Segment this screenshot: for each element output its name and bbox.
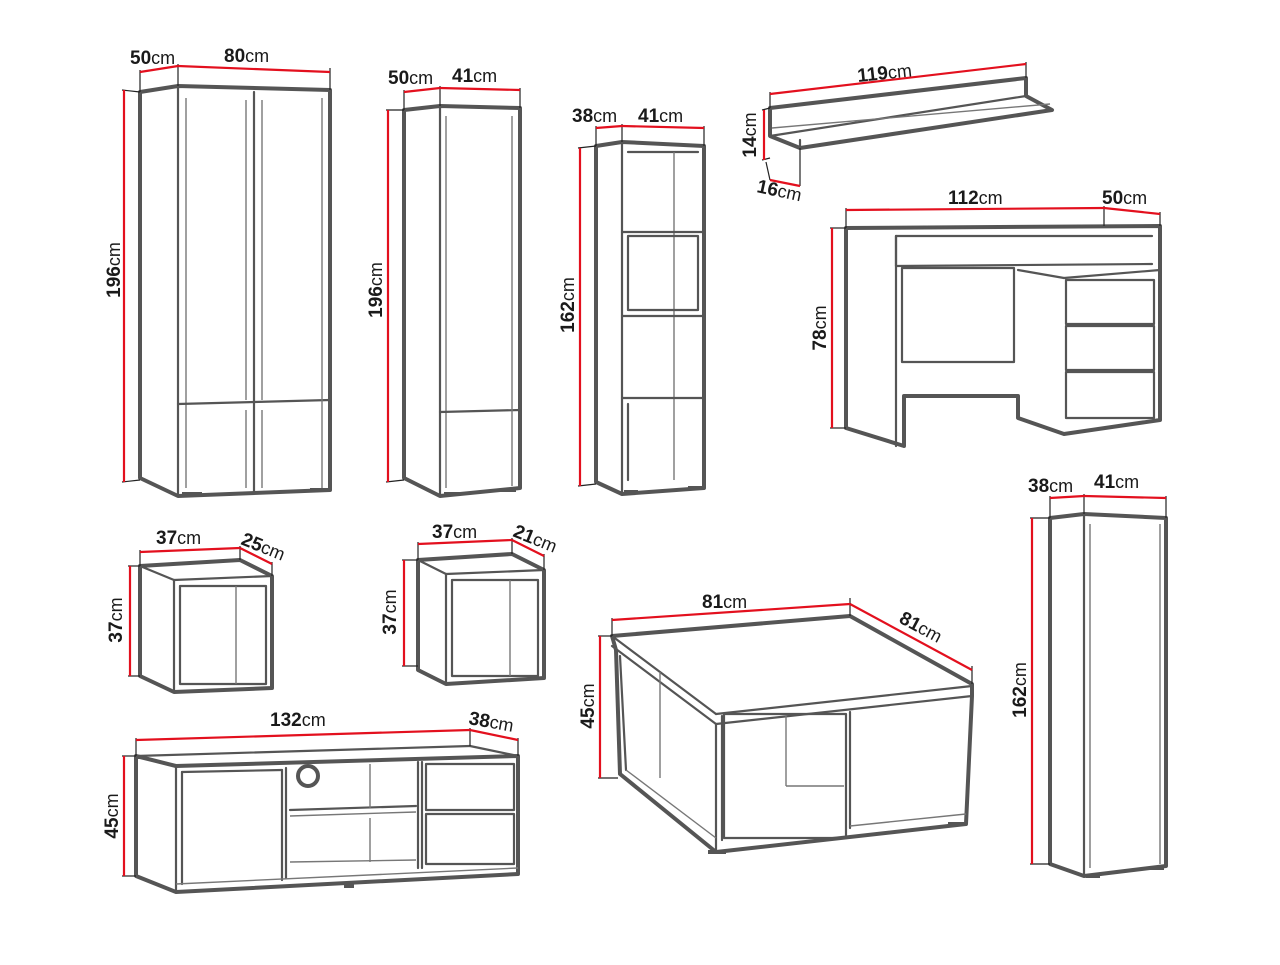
wall-cube-small-width-label: 37cm [156, 528, 201, 549]
tv-stand-height-label: 45cm [102, 793, 123, 838]
wall-shelf-height-label: 14cm [740, 112, 761, 157]
bookshelf-depth-label: 38cm [572, 106, 617, 127]
desk: 112cm 50cm 78cm [810, 188, 1162, 448]
tv-stand-depth-label: 38cm [467, 708, 515, 737]
tall-cabinet-height-label: 162cm [1010, 662, 1031, 718]
coffee-table-width-label: 81cm [702, 592, 747, 613]
bookshelf: 162cm 38cm 41cm [558, 106, 706, 496]
wall-cube-width-label: 37cm [432, 522, 477, 543]
bookshelf-height-label: 162cm [558, 277, 579, 333]
desk-width-label: 112cm [948, 188, 1003, 209]
wall-shelf-width-label: 119cm [856, 60, 913, 87]
desk-depth-label: 50cm [1102, 188, 1147, 209]
coffee-table: 81cm 81cm 45cm [578, 592, 974, 854]
wardrobe-1-door-depth-label: 50cm [388, 68, 433, 89]
wall-shelf: 119cm 14cm 16cm [740, 60, 1054, 206]
wall-cube-small: 37cm 25cm 37cm [106, 528, 288, 694]
wardrobe-2-door-width-label: 80cm [224, 46, 269, 67]
wall-cube: 37cm 21cm 37cm [380, 521, 560, 686]
bookshelf-width-label: 41cm [638, 106, 683, 127]
wall-cube-height-label: 37cm [380, 589, 401, 634]
tall-cabinet-depth-label: 38cm [1028, 476, 1073, 497]
wardrobe-1-door-height-label: 196cm [366, 262, 387, 318]
wardrobe-1-door-width-label: 41cm [452, 66, 497, 87]
tv-stand-width-label: 132cm [270, 710, 326, 731]
tv-stand: 132cm 38cm 45cm [102, 708, 520, 894]
tall-cabinet-width-label: 41cm [1094, 472, 1139, 493]
wardrobe-2-door-depth-label: 50cm [130, 48, 175, 69]
wardrobe-2-door: 196cm 50cm 80cm [104, 46, 332, 498]
desk-height-label: 78cm [810, 305, 831, 350]
wall-cube-small-height-label: 37cm [106, 597, 127, 642]
coffee-table-height-label: 45cm [578, 683, 599, 728]
wardrobe-2-door-height-label: 196cm [104, 242, 125, 298]
wall-shelf-depth-label: 16cm [755, 176, 804, 206]
wardrobe-1-door: 196cm 50cm 41cm [366, 66, 522, 498]
tall-cabinet: 38cm 41cm 162cm [1010, 472, 1168, 878]
